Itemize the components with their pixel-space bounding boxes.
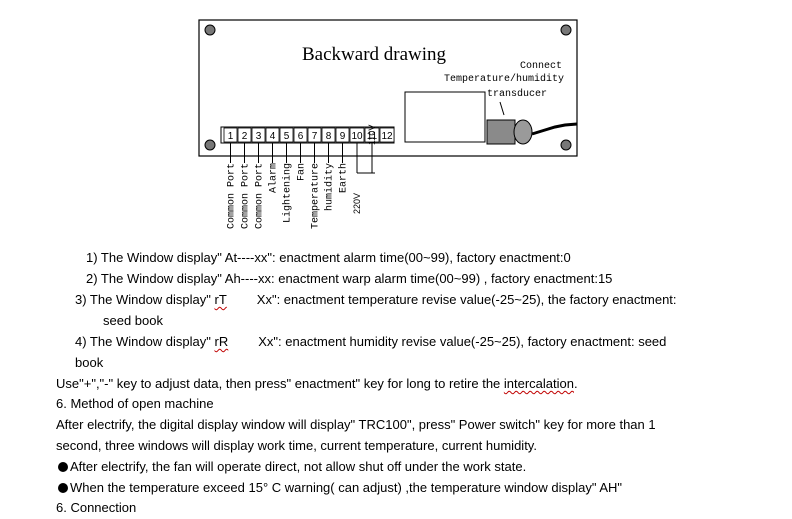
terminal-4	[265, 127, 280, 143]
connect-label-1: Connect	[520, 61, 562, 72]
item-4-desc: Xx": enactment humidity revise value(-25…	[258, 334, 667, 349]
terminal-11	[364, 127, 380, 143]
mounting-hole-icon	[204, 139, 216, 151]
bullet-icon	[58, 483, 68, 493]
bullet-2-text: When the temperature exceed 15° C warnin…	[70, 480, 623, 495]
terminal-label: Earth	[338, 163, 350, 193]
terminal-label: Common Port	[227, 163, 238, 229]
terminal-number-9: 9	[340, 131, 346, 142]
backward-drawing-diagram: Backward drawing Connect Temperature/hum…	[198, 19, 578, 229]
bullet-1-text: After electrify, the fan will operate di…	[70, 459, 527, 474]
item-3-code: rT	[214, 292, 227, 307]
terminal-number-1: 1	[228, 131, 234, 142]
adjust-end: .	[574, 376, 578, 391]
terminal-7	[307, 127, 322, 143]
mounting-hole-icon	[204, 24, 216, 36]
paragraph-line-1: After electrify, the digital display win…	[56, 417, 656, 432]
bullet-item-2: When the temperature exceed 15° C warnin…	[58, 480, 622, 496]
terminal-number-11: 11	[367, 131, 378, 142]
terminal-label: Temperature	[311, 163, 322, 229]
item-3-prefix: 3) The Window display"	[75, 292, 215, 307]
item-4: 4) The Window display" rR Xx": enactment …	[75, 334, 666, 350]
terminal-number-3: 3	[256, 131, 262, 142]
section-6b-heading: 6. Connection	[56, 500, 137, 515]
diagram-title: Backward drawing	[302, 44, 447, 65]
item-1: 1) The Window display" At----xx": enactm…	[86, 250, 571, 265]
terminal-3	[251, 127, 266, 143]
terminal-2	[237, 127, 252, 143]
terminal-number-4: 4	[270, 131, 276, 142]
terminal-6	[293, 127, 308, 143]
terminal-12	[379, 127, 395, 143]
connect-label-3: transducer	[487, 88, 547, 100]
terminal-number-7: 7	[312, 131, 318, 142]
terminal-label: Lightening	[282, 163, 294, 223]
transducer-jack	[513, 119, 533, 145]
voltage-label: 220V	[352, 193, 362, 214]
terminal-label: Alarm	[268, 163, 280, 193]
section-6-heading: 6. Method of open machine	[56, 396, 214, 411]
connect-label-2: Temperature/humidity	[444, 73, 564, 85]
item-3-continued: seed book	[103, 313, 163, 328]
terminal-8	[321, 127, 336, 143]
transducer-plug	[486, 119, 516, 145]
paragraph-line-2: second, three windows will display work …	[56, 438, 537, 453]
terminal-label: Common Port	[255, 163, 266, 229]
transducer-cable	[531, 122, 578, 136]
display-window	[404, 91, 486, 143]
connect-pointer	[499, 101, 505, 116]
terminal-number-8: 8	[326, 131, 332, 142]
adjust-word: intercalation	[503, 376, 574, 391]
mounting-hole-icon	[560, 24, 572, 36]
bullet-icon	[58, 462, 68, 472]
adjust-text: Use"+","-" key to adjust data, then pres…	[56, 376, 504, 391]
terminal-label: humidity	[324, 163, 336, 211]
item-4-continued: book	[75, 355, 104, 370]
item-4-prefix: 4) The Window display"	[75, 334, 215, 349]
terminal-leads	[230, 143, 375, 174]
bullet-item-1: After electrify, the fan will operate di…	[58, 459, 526, 475]
terminal-number-5: 5	[284, 131, 290, 142]
terminal-number-2: 2	[242, 131, 248, 142]
item-2: 2) The Window display" Ah----xx: enactme…	[86, 271, 613, 286]
terminal-number-12: 12	[381, 131, 393, 142]
item-3: 3) The Window display" rT Xx": enactment …	[75, 292, 677, 308]
terminal-number-10: 10	[351, 131, 363, 142]
terminal-label: Common Port	[241, 163, 252, 229]
terminal-number-6: 6	[298, 131, 304, 142]
terminal-label: Fan	[297, 163, 308, 181]
terminal-1	[223, 127, 238, 143]
terminal-9	[335, 127, 350, 143]
item-4-code: rR	[214, 334, 229, 349]
adjust-instruction: Use"+","-" key to adjust data, then pres…	[56, 376, 578, 392]
item-3-desc: Xx": enactment temperature revise value(…	[256, 292, 677, 307]
terminal-5	[279, 127, 294, 143]
terminal-10	[349, 127, 365, 143]
mounting-hole-icon	[560, 139, 572, 151]
voltage-label: 110V	[367, 125, 377, 145]
